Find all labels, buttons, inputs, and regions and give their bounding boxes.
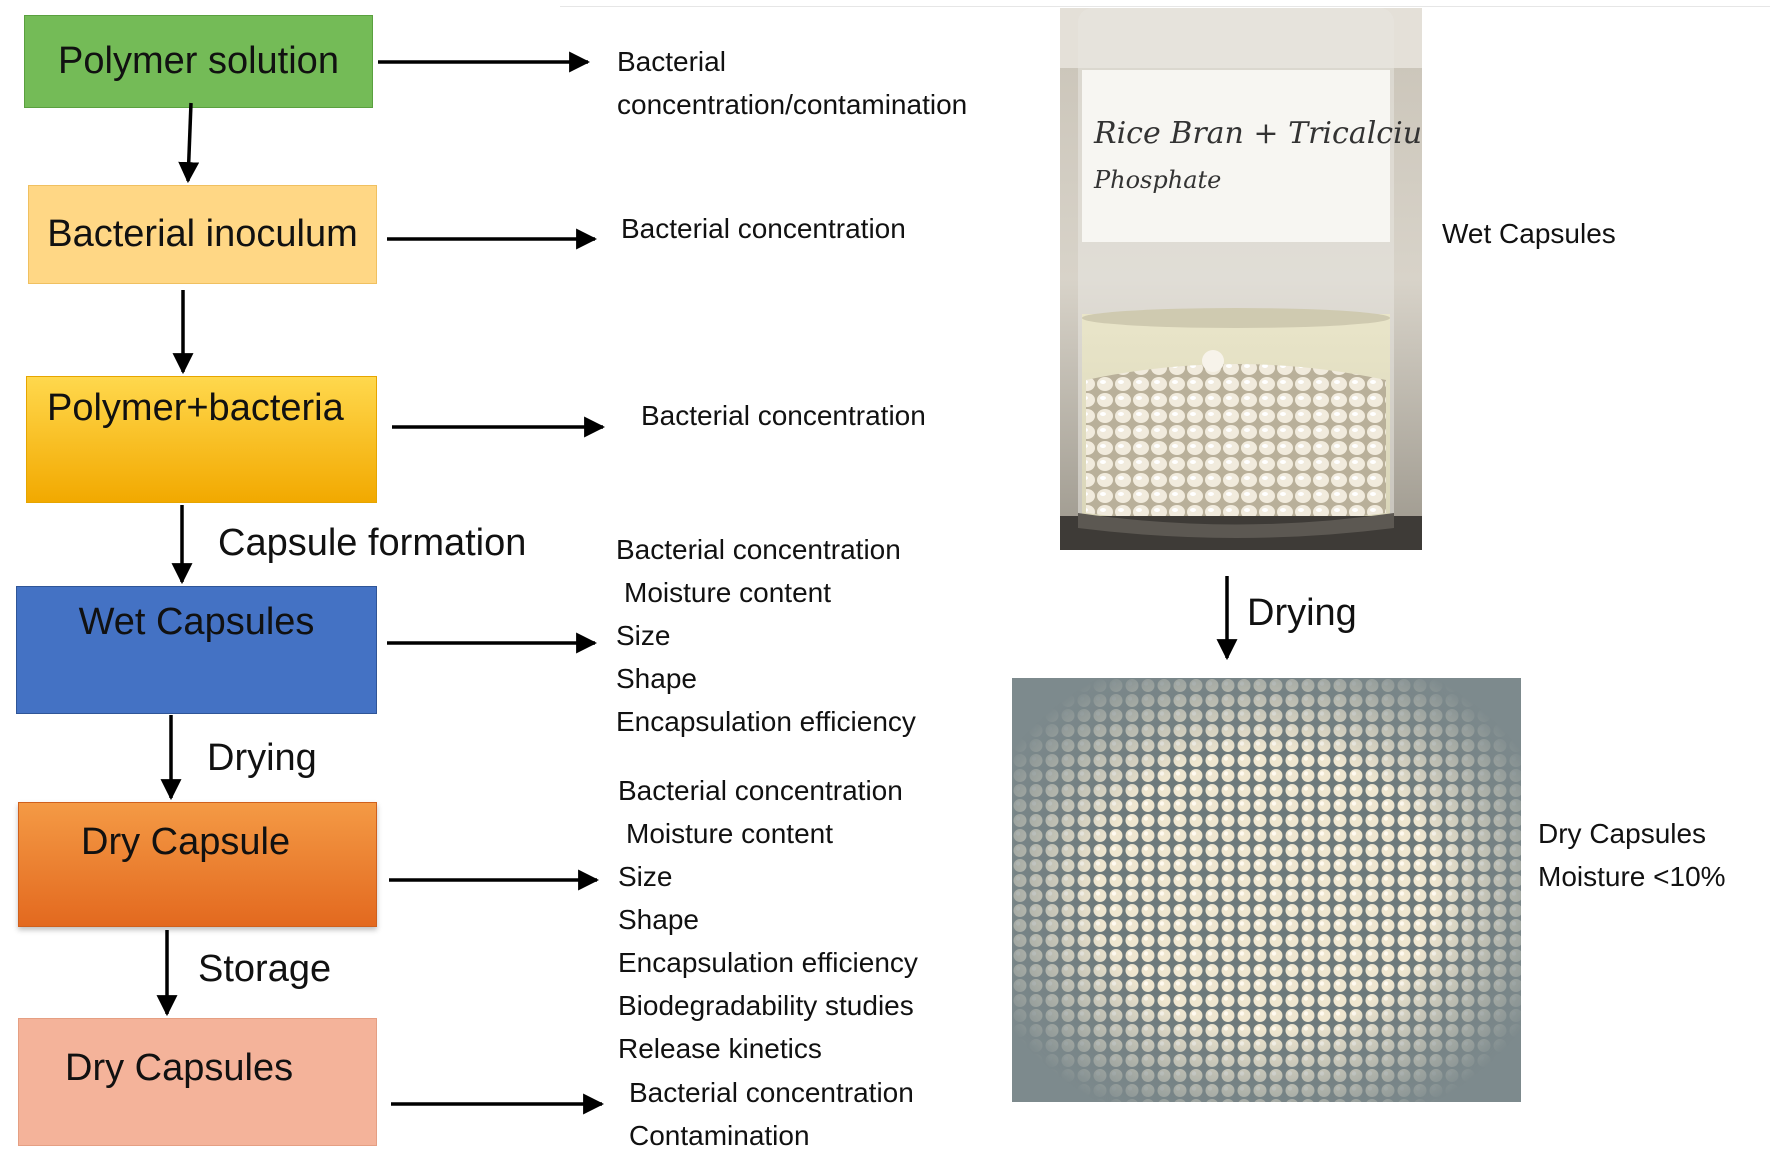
step-storage: Storage bbox=[198, 948, 332, 990]
param-line: Contamination bbox=[629, 1120, 810, 1151]
box-label: Polymer solution bbox=[58, 40, 339, 82]
param-line: Size bbox=[618, 861, 673, 892]
param-line: Release kinetics bbox=[618, 1033, 822, 1064]
box-label: Dry Capsule bbox=[81, 821, 291, 863]
param-line: Moisture content bbox=[624, 577, 831, 608]
box-dry-capsule: Dry Capsule bbox=[18, 802, 377, 927]
box-label: Dry Capsules bbox=[65, 1047, 294, 1089]
param-line: Size bbox=[616, 620, 671, 651]
param-line: Bacterial concentration bbox=[621, 213, 906, 244]
param-line: Biodegradability studies bbox=[618, 990, 914, 1021]
param-line: concentration/contamination bbox=[617, 89, 968, 120]
param-line: Bacterial concentration bbox=[616, 534, 901, 565]
drying-label: Drying bbox=[1247, 592, 1357, 634]
box-wet-capsules: Wet Capsules bbox=[16, 586, 377, 714]
dry-capsules-photo bbox=[1012, 678, 1521, 1102]
wet-capsules-photo: Rice Bran + Tricalcium Phosphate bbox=[1060, 8, 1422, 550]
box-polymer-solution: Polymer solution bbox=[24, 15, 373, 108]
param-line: Bacterial concentration bbox=[618, 775, 903, 806]
caption-line: Moisture <10% bbox=[1538, 861, 1726, 892]
step-drying: Drying bbox=[207, 737, 317, 779]
param-line: Encapsulation efficiency bbox=[618, 947, 918, 978]
param-line: Bacterial concentration bbox=[641, 400, 926, 431]
param-line: Moisture content bbox=[626, 818, 833, 849]
params-wet-capsules: Bacterial concentration Moisture content… bbox=[616, 528, 916, 743]
step-capsule-formation: Capsule formation bbox=[218, 522, 527, 564]
top-divider bbox=[560, 6, 1770, 7]
param-line: Shape bbox=[618, 904, 699, 935]
box-label: Polymer+bacteria bbox=[47, 387, 344, 429]
wet-capsules-caption: Wet Capsules bbox=[1442, 218, 1616, 249]
params-polymer-bacteria: Bacterial concentration bbox=[641, 394, 926, 437]
box-bacterial-inoculum: Bacterial inoculum bbox=[28, 185, 377, 284]
params-dry-capsule: Bacterial concentration Moisture content… bbox=[618, 769, 918, 1070]
box-dry-capsules: Dry Capsules bbox=[18, 1018, 377, 1146]
jar-label-text: Rice Bran + Tricalcium bbox=[1093, 116, 1422, 151]
param-line: Bacterial concentration bbox=[629, 1077, 914, 1108]
params-dry-capsules: Bacterial concentration Contamination bbox=[629, 1071, 914, 1157]
jar-label-text: Phosphate bbox=[1093, 166, 1221, 194]
param-line: Shape bbox=[616, 663, 697, 694]
arrow-down bbox=[178, 102, 200, 184]
param-line: Bacterial bbox=[617, 46, 726, 77]
param-line: Encapsulation efficiency bbox=[616, 706, 916, 737]
params-bacterial-inoculum: Bacterial concentration bbox=[621, 207, 906, 250]
params-polymer-solution: Bacterial concentration/contamination bbox=[617, 40, 967, 126]
box-polymer-bacteria: Polymer+bacteria bbox=[26, 376, 377, 503]
box-label: Bacterial inoculum bbox=[47, 213, 358, 255]
dry-capsules-caption: Dry Capsules Moisture <10% bbox=[1538, 812, 1726, 898]
box-label: Wet Capsules bbox=[78, 601, 315, 643]
caption-line: Dry Capsules bbox=[1538, 818, 1707, 849]
